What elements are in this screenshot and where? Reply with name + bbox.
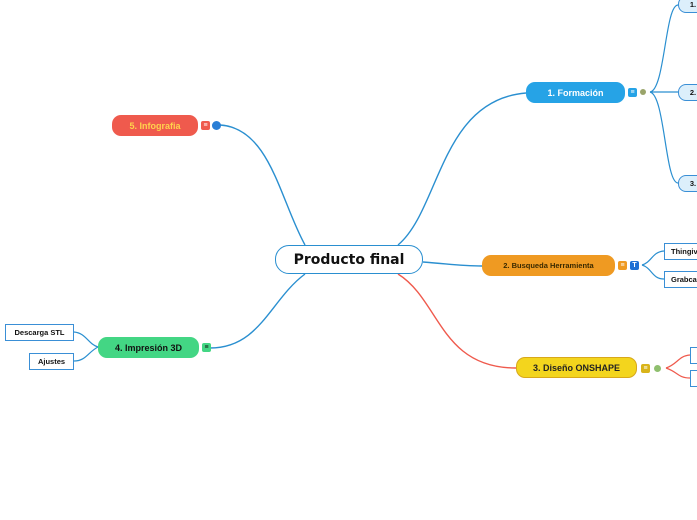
impresion-child-descarga-stl[interactable]: Descarga STL [5,324,74,341]
connector-busqueda-2 [641,264,665,280]
connector-formacion-1 [649,4,679,93]
connector-center-busqueda [422,261,483,267]
formacion-child-2[interactable]: 2. [678,84,697,101]
branch-busqueda-herramienta[interactable]: 2. Busqueda Herramienta [482,255,615,276]
formacion-child-3[interactable]: 3. [678,175,697,192]
formacion-child-1[interactable]: 1. [678,0,697,13]
connector-center-infografia [219,124,306,246]
connector-onshape-2 [665,367,691,379]
notes-icon[interactable]: ≡ [618,261,627,270]
central-topic[interactable]: Producto final [275,245,423,274]
notes-icon[interactable]: ≡ [641,364,650,373]
connector-impresion-1 [73,331,99,348]
connector-center-onshape [397,273,517,369]
text-icon[interactable]: T [630,261,639,270]
notes-icon[interactable]: ≡ [628,88,637,97]
connector-formacion-3 [649,91,679,184]
canva-icon[interactable] [212,121,221,130]
link-icon[interactable] [654,365,661,372]
branch-infografia[interactable]: 5. Infografia [112,115,198,136]
onshape-child-1[interactable] [690,347,697,364]
impresion-child-ajustes[interactable]: Ajustes [29,353,74,370]
onshape-child-2[interactable] [690,370,697,387]
branch-formacion[interactable]: 1. Formación [526,82,625,103]
connector-center-formacion [397,92,527,246]
connector-busqueda-1 [641,250,665,266]
notes-icon[interactable]: ≡ [201,121,210,130]
connector-center-impresion [209,273,306,349]
attachment-icon[interactable] [640,89,646,95]
notes-icon[interactable]: ≡ [202,343,211,352]
busqueda-child-1[interactable]: Thingiv [664,243,697,260]
branch-impresion-3d[interactable]: 4. Impresión 3D [98,337,199,358]
branch-diseno-onshape[interactable]: 3. Diseño ONSHAPE [516,357,637,378]
connector-onshape-1 [665,354,691,369]
connector-impresion-2 [73,346,99,362]
busqueda-child-2[interactable]: Grabca [664,271,697,288]
